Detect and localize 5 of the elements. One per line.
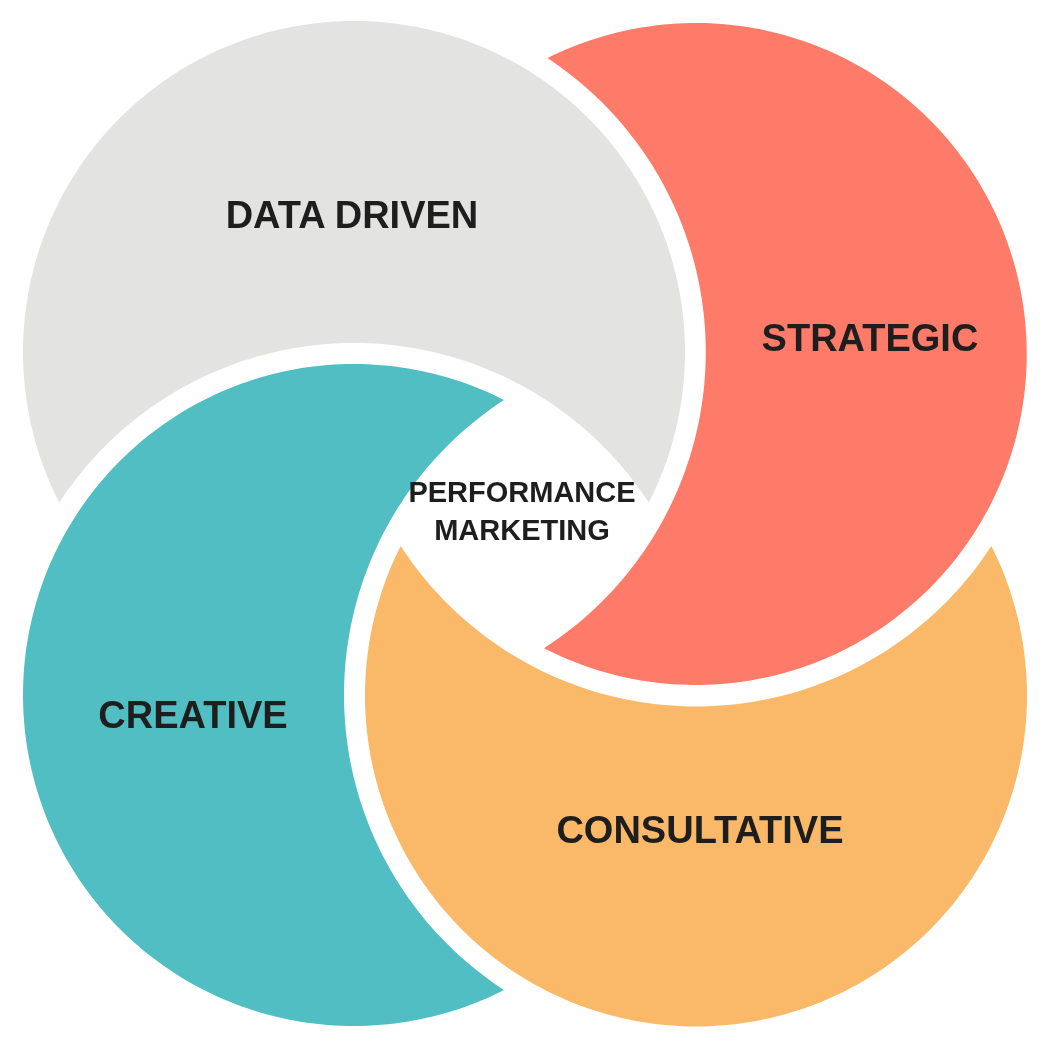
petal-label: DATA DRIVEN: [225, 193, 479, 237]
center-label: PERFORMANCE MARKETING: [407, 475, 637, 548]
petal-label: CREATIVE: [98, 693, 288, 737]
petal-label: STRATEGIC: [761, 316, 979, 360]
petal-label: CONSULTATIVE: [556, 808, 844, 852]
